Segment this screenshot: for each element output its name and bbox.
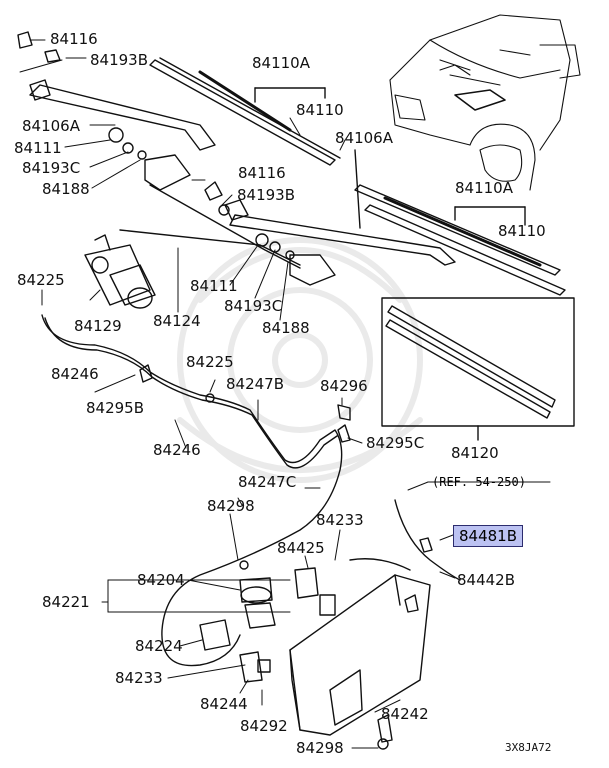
watermark-emblem <box>177 237 423 483</box>
label-84298-a: 84298 <box>207 497 255 515</box>
label-84193b-b: 84193B <box>237 186 296 204</box>
label-84246-a: 84246 <box>51 365 99 383</box>
label-84247c: 84247C <box>238 473 297 491</box>
label-84193b-a: 84193B <box>90 51 149 69</box>
inset-blade-refill <box>381 297 575 441</box>
label-84442b: 84442B <box>457 571 516 589</box>
diagram-code: 3X8JA72 <box>505 741 552 754</box>
label-84110-b: 84110 <box>498 222 546 240</box>
label-84110a-a: 84110A <box>252 54 310 72</box>
label-84425: 84425 <box>277 539 325 557</box>
wiper-arm-lower <box>224 149 456 266</box>
label-84242: 84242 <box>381 705 429 723</box>
label-84233-a: 84233 <box>316 511 364 529</box>
label-84193c-b: 84193C <box>224 297 283 315</box>
label-84106a-b: 84106A <box>335 129 393 147</box>
label-84225-b: 84225 <box>186 353 234 371</box>
reference-note: (REF. 54-250) <box>432 475 526 489</box>
label-84298-b: 84298 <box>296 739 344 757</box>
label-84246-b: 84246 <box>153 441 201 459</box>
label-84111-a: 84111 <box>14 139 62 157</box>
label-84116-b: 84116 <box>238 164 286 182</box>
label-84129: 84129 <box>74 317 122 335</box>
label-84188-a: 84188 <box>42 180 90 198</box>
wiper-motor <box>84 234 156 309</box>
label-84188-b: 84188 <box>262 319 310 337</box>
highlighted-part-84481b[interactable]: 84481B <box>453 525 524 547</box>
label-84292: 84292 <box>240 717 288 735</box>
label-84193c-a: 84193C <box>22 159 81 177</box>
label-84110-a: 84110 <box>296 101 344 119</box>
label-84247b: 84247B <box>226 375 285 393</box>
label-84120: 84120 <box>451 444 499 462</box>
label-84224: 84224 <box>135 637 183 655</box>
label-84221: 84221 <box>42 593 90 611</box>
label-84233-b: 84233 <box>115 669 163 687</box>
label-84204: 84204 <box>137 571 185 589</box>
washer-pumps <box>199 560 393 750</box>
label-84106a-a: 84106A <box>22 117 80 135</box>
label-84295b: 84295B <box>86 399 145 417</box>
label-84116-a: 84116 <box>50 30 98 48</box>
label-84124: 84124 <box>153 312 201 330</box>
vehicle-illustration <box>389 14 581 191</box>
label-84110a-b: 84110A <box>455 179 513 197</box>
leader-lines-bottom <box>94 374 551 749</box>
label-84295c: 84295C <box>366 434 425 452</box>
leader-lines <box>19 39 346 321</box>
label-84296: 84296 <box>320 377 368 395</box>
front-wiper-upper <box>29 57 341 166</box>
washer-hoses <box>41 314 461 667</box>
label-84225-a: 84225 <box>17 271 65 289</box>
label-84111-b: 84111 <box>190 277 238 295</box>
label-84244: 84244 <box>200 695 248 713</box>
washer-tank <box>289 574 431 736</box>
front-wiper-lower <box>354 184 566 296</box>
